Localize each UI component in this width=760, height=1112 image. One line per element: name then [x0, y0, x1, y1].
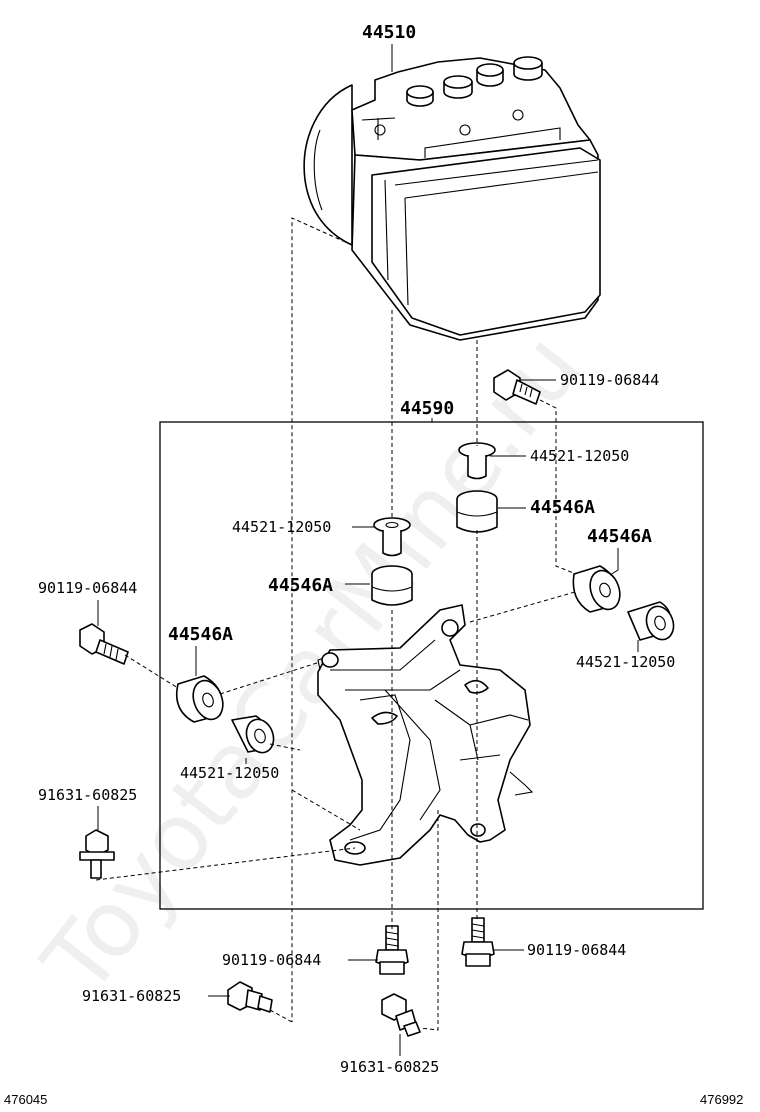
cushion-right [572, 565, 621, 613]
abs-actuator [303, 56, 601, 341]
bolt-bottom [381, 993, 421, 1037]
bolt-bottom-left [227, 981, 273, 1013]
label-bolt-mid-left: 91631-60825 [38, 786, 137, 804]
collar-right [627, 601, 675, 641]
collar-center [373, 517, 411, 557]
label-bolt-bottom-left: 91631-60825 [82, 987, 181, 1005]
label-bolt-bottom: 91631-60825 [340, 1058, 439, 1076]
corner-code-right: 476992 [700, 1092, 743, 1107]
label-collar-right: 44521-12050 [576, 653, 675, 671]
label-collar-center: 44521-12050 [232, 518, 331, 536]
label-collar-top: 44521-12050 [530, 447, 629, 465]
cushion-left [175, 675, 224, 723]
cushion-top [456, 490, 498, 533]
label-cushion-right: 44546A [587, 526, 652, 547]
cushion-center [371, 565, 413, 606]
bolt-mid-left [79, 829, 115, 879]
label-cushion-top: 44546A [530, 497, 595, 518]
bolt-top-right [493, 369, 541, 405]
assembly-lines [95, 217, 577, 1031]
label-abs-actuator: 44510 [362, 22, 416, 43]
label-bolt-bottom-center: 90119-06844 [222, 951, 321, 969]
collar-top [458, 442, 496, 480]
label-bolt-bottom-right: 90119-06844 [527, 941, 626, 959]
label-bolt-left: 90119-06844 [38, 579, 137, 597]
label-collar-left: 44521-12050 [180, 764, 279, 782]
bolt-bottom-center [375, 925, 409, 975]
bolt-left [79, 623, 129, 665]
label-bolt-top-right: 90119-06844 [560, 371, 659, 389]
leader-lines [97, 44, 639, 1056]
label-bracket: 44590 [400, 398, 454, 419]
label-cushion-center: 44546A [268, 575, 333, 596]
corner-code-left: 476045 [4, 1092, 47, 1107]
label-cushion-left: 44546A [168, 624, 233, 645]
collar-left [231, 715, 275, 754]
bolt-bottom-right [461, 917, 495, 967]
